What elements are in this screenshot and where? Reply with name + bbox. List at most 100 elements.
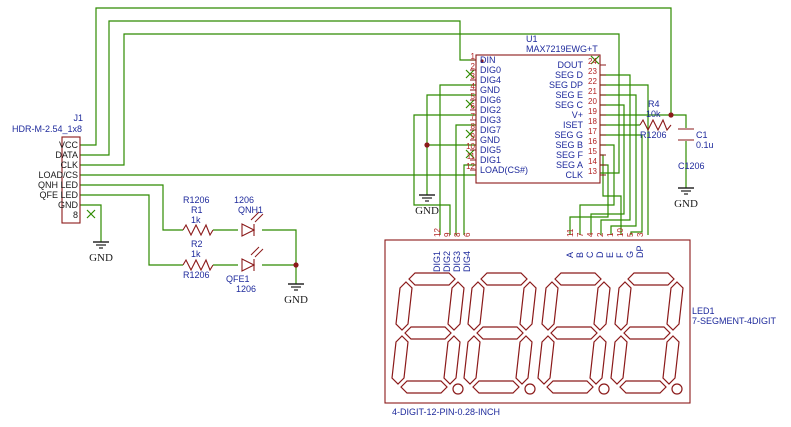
u1-pin-name: DIG1: [480, 155, 501, 165]
r1-package: R1206: [183, 195, 210, 205]
segment: [519, 281, 537, 331]
display-led1[interactable]: LED1 7-SEGMENT-4DIGIT 4-DIGIT-12-PIN-0.2…: [384, 228, 777, 417]
seven-segment-digit: [463, 272, 537, 395]
u1-pin-name: ISET: [563, 120, 584, 130]
seven-segment-digit: [391, 272, 465, 395]
segment: [400, 380, 448, 394]
qfe1-diode: [241, 258, 256, 272]
j1-pin-label: VCC: [59, 140, 79, 150]
led1-pin-name: DIG3: [452, 251, 462, 272]
c1-value: 0.1u: [696, 140, 714, 150]
wire-dig-c: [455, 124, 476, 235]
r4-zigzag: [639, 118, 672, 132]
u1-pin-number: 17: [588, 127, 597, 136]
ground-symbol: GND: [415, 194, 439, 217]
capacitor-c1[interactable]: C1 0.1u C1206: [678, 128, 714, 171]
u1-pin-name: SEG D: [555, 70, 584, 80]
wire-vplus: [600, 114, 687, 128]
u1-pin-number: 23: [588, 67, 597, 76]
u1-pin-number: 3: [471, 72, 476, 81]
r4-ref: R4: [648, 99, 660, 109]
j1-pin-label: QFE LED: [39, 190, 78, 200]
no-connect-x: [465, 129, 475, 139]
junctions: [293, 112, 674, 268]
led1-digits: [391, 272, 684, 395]
segment: [593, 281, 611, 331]
led1-body: [384, 239, 691, 404]
decimal-point: [524, 383, 536, 395]
led1-pin-number: 3: [636, 232, 645, 237]
wire-qnh: [80, 184, 183, 231]
no-connect-x: [86, 209, 96, 219]
qnh1-emission-arrows: [250, 211, 264, 223]
seven-segment-digit: [537, 272, 611, 395]
led1-pin-name: DIG4: [462, 251, 472, 272]
led1-pin-name: A: [565, 252, 575, 258]
j1-pin-label: GND: [58, 200, 79, 210]
segment: [550, 326, 598, 340]
u1-pin-name: DIG7: [480, 125, 501, 135]
resistor-r4[interactable]: R4 10k R1206: [639, 99, 672, 140]
u1-pin-number: 5: [471, 92, 476, 101]
resistor-r1[interactable]: R1206 R1 1k: [182, 195, 214, 237]
led-qnh1[interactable]: 1206 QNH1: [234, 195, 264, 237]
ground-symbol: GND: [674, 187, 698, 210]
u1-pin-name: DIG2: [480, 105, 501, 115]
u1-pin-name: DOUT: [558, 60, 584, 70]
u1-pin-number: 16: [588, 137, 597, 146]
segment: [541, 281, 559, 331]
j1-body: [61, 136, 81, 224]
segment: [623, 326, 671, 340]
led1-footprint: 4-DIGIT-12-PIN-0.28-INCH: [392, 407, 500, 417]
led1-pin-name: DIG2: [442, 251, 452, 272]
qnh1-diode: [241, 223, 256, 237]
led1-pin-number: 10: [616, 228, 625, 237]
resistor-r2[interactable]: R2 1k R1206: [182, 239, 214, 280]
decimal-point: [452, 383, 464, 395]
wire-vcc: [80, 7, 672, 146]
gnd-label: GND: [284, 294, 308, 306]
segment: [627, 272, 675, 286]
u1-pin-number: 19: [588, 107, 597, 116]
wire-seg-c: [590, 104, 625, 235]
led1-value: 7-SEGMENT-4DIGIT: [692, 316, 777, 326]
led-qfe1[interactable]: QFE1 1206: [226, 246, 264, 294]
wire-seg-g: [600, 134, 643, 235]
segment: [589, 335, 607, 385]
no-connect-x: [590, 55, 600, 65]
wire-clk: [80, 33, 620, 174]
j1-pin-label: LOAD/CS: [38, 170, 78, 180]
no-connect-x: [465, 99, 475, 109]
c1-plates: [678, 128, 694, 141]
u1-pin-number: 1: [471, 52, 476, 61]
qnh1-package: 1206: [234, 195, 254, 205]
led1-pin-number: 4: [586, 232, 595, 237]
seven-segment-digit: [610, 272, 684, 395]
wire-u1-gnd4: [426, 94, 476, 195]
u1-pin-name: GND: [480, 135, 501, 145]
qfe1-emission-arrows: [250, 246, 264, 258]
wire-dig-a: [439, 84, 476, 235]
gnd-label: GND: [89, 252, 113, 264]
ground-symbol: GND: [284, 283, 308, 306]
no-connect-x: [465, 149, 475, 159]
u1-pin-number: 21: [588, 87, 597, 96]
j1-value: HDR-M-2.54_1x8: [12, 124, 82, 134]
j1-pin-label: CLK: [60, 160, 78, 170]
led1-pin-name: C: [585, 251, 595, 258]
decimal-point: [598, 383, 610, 395]
segment: [619, 380, 667, 394]
segment: [546, 380, 594, 394]
r4-value: 10k: [646, 109, 661, 119]
ground-symbols: GND GND GND GND: [89, 187, 698, 306]
u1-body: [475, 54, 601, 184]
u1-pin-name: DIN: [480, 55, 496, 65]
led1-pin-number: 12: [433, 228, 442, 237]
led1-pin-number: 2: [596, 232, 605, 237]
led1-pin-name: B: [575, 252, 585, 258]
led1-ref: LED1: [692, 306, 715, 316]
led1-pin-number: 6: [463, 232, 472, 237]
